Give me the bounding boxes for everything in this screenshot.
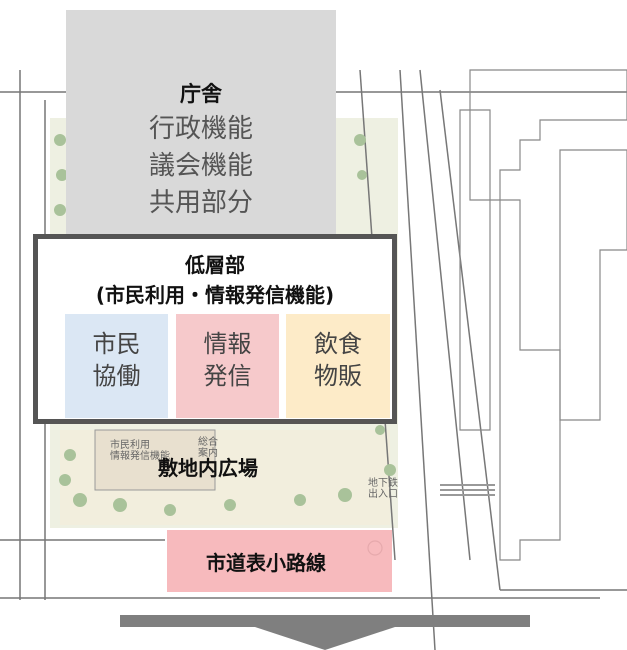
tower-function-admin: 行政機能: [148, 114, 253, 144]
food-retail-cell: 飲食 物販: [286, 314, 390, 418]
tower-title: 庁舎: [180, 82, 222, 106]
low-rise-title: 低層部: [185, 253, 245, 277]
neighbor-buildings: [459, 69, 627, 561]
road-highlight: [167, 530, 392, 592]
tower-block: 庁舎 行政機能 議会機能 共用部分: [66, 10, 336, 238]
information-cell: 情報 発信: [176, 314, 279, 418]
crosswalk: [440, 484, 495, 496]
tower-function-assembly: 議会機能: [148, 151, 253, 181]
civic-function-small-label: 市民利用 情報発信機能: [110, 440, 170, 462]
road-label: 市道表小路線: [206, 551, 326, 575]
general-info-small-label: 総合 案内: [198, 437, 218, 459]
civic-building-footprint: [94, 429, 216, 491]
low-rise-block: 低層部 (市民利用・情報発信機能) 市民 協働 情報 発信 飲食 物販: [33, 234, 397, 424]
down-arrow-icon: [255, 627, 395, 650]
tower-function-common: 共用部分: [148, 188, 253, 218]
arrow-bar: [120, 615, 530, 627]
subway-entrance-label: 地下鉄 出入口: [368, 478, 398, 500]
low-rise-subtitle: (市民利用・情報発信機能): [95, 283, 335, 307]
civic-collaboration-cell: 市民 協働: [65, 314, 168, 418]
plaza-label: 敷地内広場: [158, 456, 258, 480]
trees: [54, 134, 396, 516]
